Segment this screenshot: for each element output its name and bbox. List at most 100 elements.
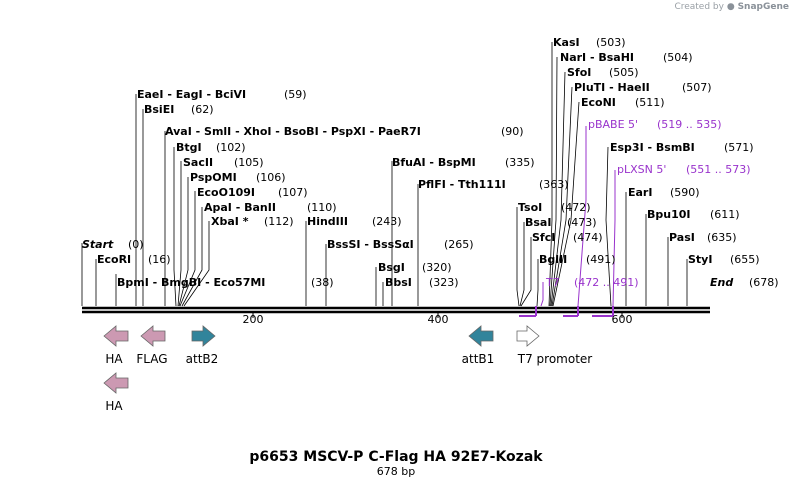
site-position: (511): [635, 96, 665, 109]
ha-feature-arrow-icon[interactable]: [103, 325, 129, 347]
connector-bglii: [536, 259, 539, 307]
site-label: XbaI *: [211, 215, 249, 228]
start-label: Start: [82, 238, 114, 251]
site-label: SfoI: [567, 66, 591, 79]
site-label: EcoRI: [97, 253, 131, 266]
feature-label: HA: [105, 399, 123, 413]
primer-label: pBABE 5': [588, 118, 638, 131]
tick-label: 200: [243, 313, 264, 326]
primer-position: (472 .. 491): [574, 276, 639, 289]
site-position: (507): [682, 81, 712, 94]
flag-feature-arrow-icon[interactable]: [140, 325, 166, 347]
site-position: (38): [311, 276, 334, 289]
features: [103, 325, 540, 394]
tick-label: 600: [612, 313, 633, 326]
site-connectors: [81, 42, 688, 307]
site-label: PspOMI: [190, 171, 237, 184]
site-position: (473): [567, 216, 597, 229]
connector-bsai: [519, 222, 525, 307]
feature-label: attB2: [186, 352, 219, 366]
t7-promoter-feature-arrow-icon[interactable]: [516, 325, 540, 347]
connector-ecoo109i: [179, 191, 196, 307]
site-label: EcoO109I: [197, 186, 255, 199]
connector-plxsn: [612, 170, 616, 307]
site-label: BsiEI: [144, 103, 174, 116]
tick-label: 400: [428, 313, 449, 326]
connector-pbabe: [577, 126, 587, 307]
site-position: (243): [372, 215, 402, 228]
snapgene-logo-icon: ●: [726, 2, 735, 12]
connector-btgi: [173, 147, 177, 307]
site-position: (474): [573, 231, 603, 244]
credit-brand: SnapGene: [737, 2, 789, 12]
site-label: BsaI: [525, 216, 551, 229]
site-label: SfcI: [532, 231, 555, 244]
site-position: (16): [148, 253, 171, 266]
ruler: 200 400 600: [243, 312, 633, 326]
site-position: (106): [256, 171, 286, 184]
site-label: TsoI: [518, 201, 542, 214]
feature-label: T7 promoter: [517, 352, 593, 366]
primer-position: (551 .. 573): [686, 163, 751, 176]
site-position: (363): [539, 178, 569, 191]
credit-prefix: Created by: [674, 2, 724, 12]
site-position: (102): [216, 141, 246, 154]
primer-label: pLXSN 5': [617, 163, 666, 176]
attb1-feature-arrow-icon[interactable]: [468, 325, 494, 347]
connector-pspomi: [178, 177, 189, 307]
site-position: (107): [278, 186, 308, 199]
site-label: BglII: [539, 253, 567, 266]
site-position: (110): [307, 201, 337, 214]
end-label: End: [710, 276, 733, 289]
site-label: StyI: [688, 253, 712, 266]
site-label: ApaI - BanII: [204, 201, 276, 214]
site-label: PflFI - Tth111I: [418, 178, 506, 191]
site-position: (335): [505, 156, 535, 169]
site-label: EcoNI: [581, 96, 616, 109]
site-position: (611): [710, 208, 740, 221]
site-label: HindIII: [307, 215, 348, 228]
site-label: EaeI - EagI - BciVI: [137, 88, 246, 101]
start-position: (0): [128, 238, 144, 251]
site-label: SacII: [183, 156, 213, 169]
site-position: (571): [724, 141, 754, 154]
connector-t7: [540, 282, 544, 307]
feature-label: HA: [105, 352, 123, 366]
site-position: (105): [234, 156, 264, 169]
site-label: AvaI - SmlI - XhoI - BsoBI - PspXI - Pae…: [165, 125, 421, 138]
site-position: (112): [264, 215, 294, 228]
site-position: (90): [501, 125, 524, 138]
connector-esp3i: [605, 146, 612, 307]
site-position: (472): [561, 201, 591, 214]
site-position: (655): [730, 253, 760, 266]
site-label: BtgI: [176, 141, 202, 154]
site-position: (491): [586, 253, 616, 266]
connector-sacii: [177, 161, 182, 307]
primer-connectors: [540, 126, 616, 307]
attb2-feature-arrow-icon[interactable]: [191, 325, 216, 347]
ha-feature-arrow-icon[interactable]: [103, 372, 129, 394]
site-label: NarI - BsaHI: [560, 51, 634, 64]
site-position: (635): [707, 231, 737, 244]
connector-pluti: [551, 86, 573, 307]
feature-labels: HA FLAG attB2 attB1 T7 promoter HA: [105, 352, 592, 413]
connector-kasi: [548, 42, 553, 307]
site-label: BfuAI - BspMI: [392, 156, 476, 169]
site-labels: KasI (503) NarI - BsaHI (504) SfoI (505)…: [82, 36, 779, 289]
site-label: KasI: [553, 36, 580, 49]
snapgene-credit: Created by ● SnapGene: [674, 2, 789, 12]
site-label: PluTI - HaeII: [574, 81, 650, 94]
connector-tsoi: [516, 207, 520, 307]
feature-label: FLAG: [136, 352, 167, 366]
site-position: (320): [422, 261, 452, 274]
connector-apai: [181, 207, 203, 307]
feature-label: attB1: [462, 352, 495, 366]
site-label: EarI: [628, 186, 652, 199]
site-label: BsgI: [378, 261, 405, 274]
site-label: Esp3I - BsmBI: [610, 141, 695, 154]
site-label: PasI: [669, 231, 695, 244]
connector-sfoi: [550, 71, 566, 307]
site-label: BpmI - BmgBI - Eco57MI: [117, 276, 265, 289]
site-position: (504): [663, 51, 693, 64]
